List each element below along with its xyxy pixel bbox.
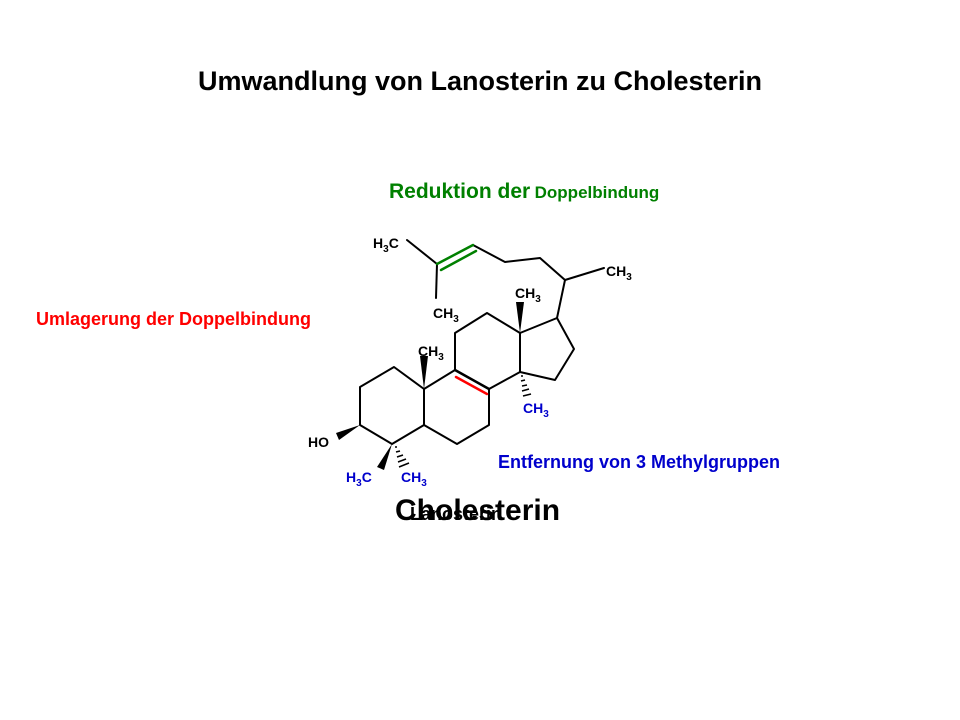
reduction-text-main: Reduktion der (389, 180, 531, 203)
side-chain (472, 244, 566, 319)
side-chain-double-bond (435, 243, 478, 272)
label-ho: HO (308, 434, 329, 450)
wedge-c10-methyl (420, 356, 428, 389)
wedge-c3-oh (336, 425, 360, 440)
molecule-name-cholesterin: Cholesterin (395, 494, 561, 527)
label-ch3-c13: CH3 (515, 285, 541, 305)
molecule-name-lanosterin: Lanosterin (410, 504, 503, 524)
label-h3c-sidechain: H3C (373, 235, 399, 255)
label-ch3-c4: CH3 (401, 469, 427, 489)
rearrangement-annotation: Umlagerung der Doppelbindung (36, 309, 311, 329)
ring-b (423, 369, 490, 445)
carbon-skeleton (359, 239, 605, 445)
side-chain-branch (564, 267, 605, 281)
label-ch3-c10: CH3 (418, 343, 444, 363)
label-ch3-sidechain-end: CH3 (606, 263, 632, 283)
methyl-removal-annotation: Entfernung von 3 Methylgruppen (498, 452, 780, 472)
ring-a (359, 366, 425, 445)
ring-d (519, 317, 575, 381)
reduction-text-suffix: Doppelbindung (534, 183, 660, 202)
atom-labels: H3C CH3 CH3 CH3 CH3 CH3 HO H3C CH3 (308, 235, 632, 489)
label-ch3-sidechain-lower: CH3 (433, 305, 459, 325)
wedge-c4-methyl (377, 444, 392, 470)
stereo-wedges (336, 302, 524, 470)
page-title: Umwandlung von Lanosterin zu Cholesterin (197, 66, 763, 96)
label-ch3-c14: CH3 (523, 400, 549, 420)
ring-double-bond (453, 368, 491, 396)
side-chain-methyl (435, 263, 438, 299)
stereo-hashes (395, 375, 532, 468)
ring-c (454, 312, 521, 390)
wedge-c13-methyl (516, 302, 524, 333)
side-chain-terminal (406, 239, 438, 265)
label-h3c-c4: H3C (346, 469, 372, 489)
reduction-annotation: Reduktion der Doppelbindung (389, 180, 659, 204)
